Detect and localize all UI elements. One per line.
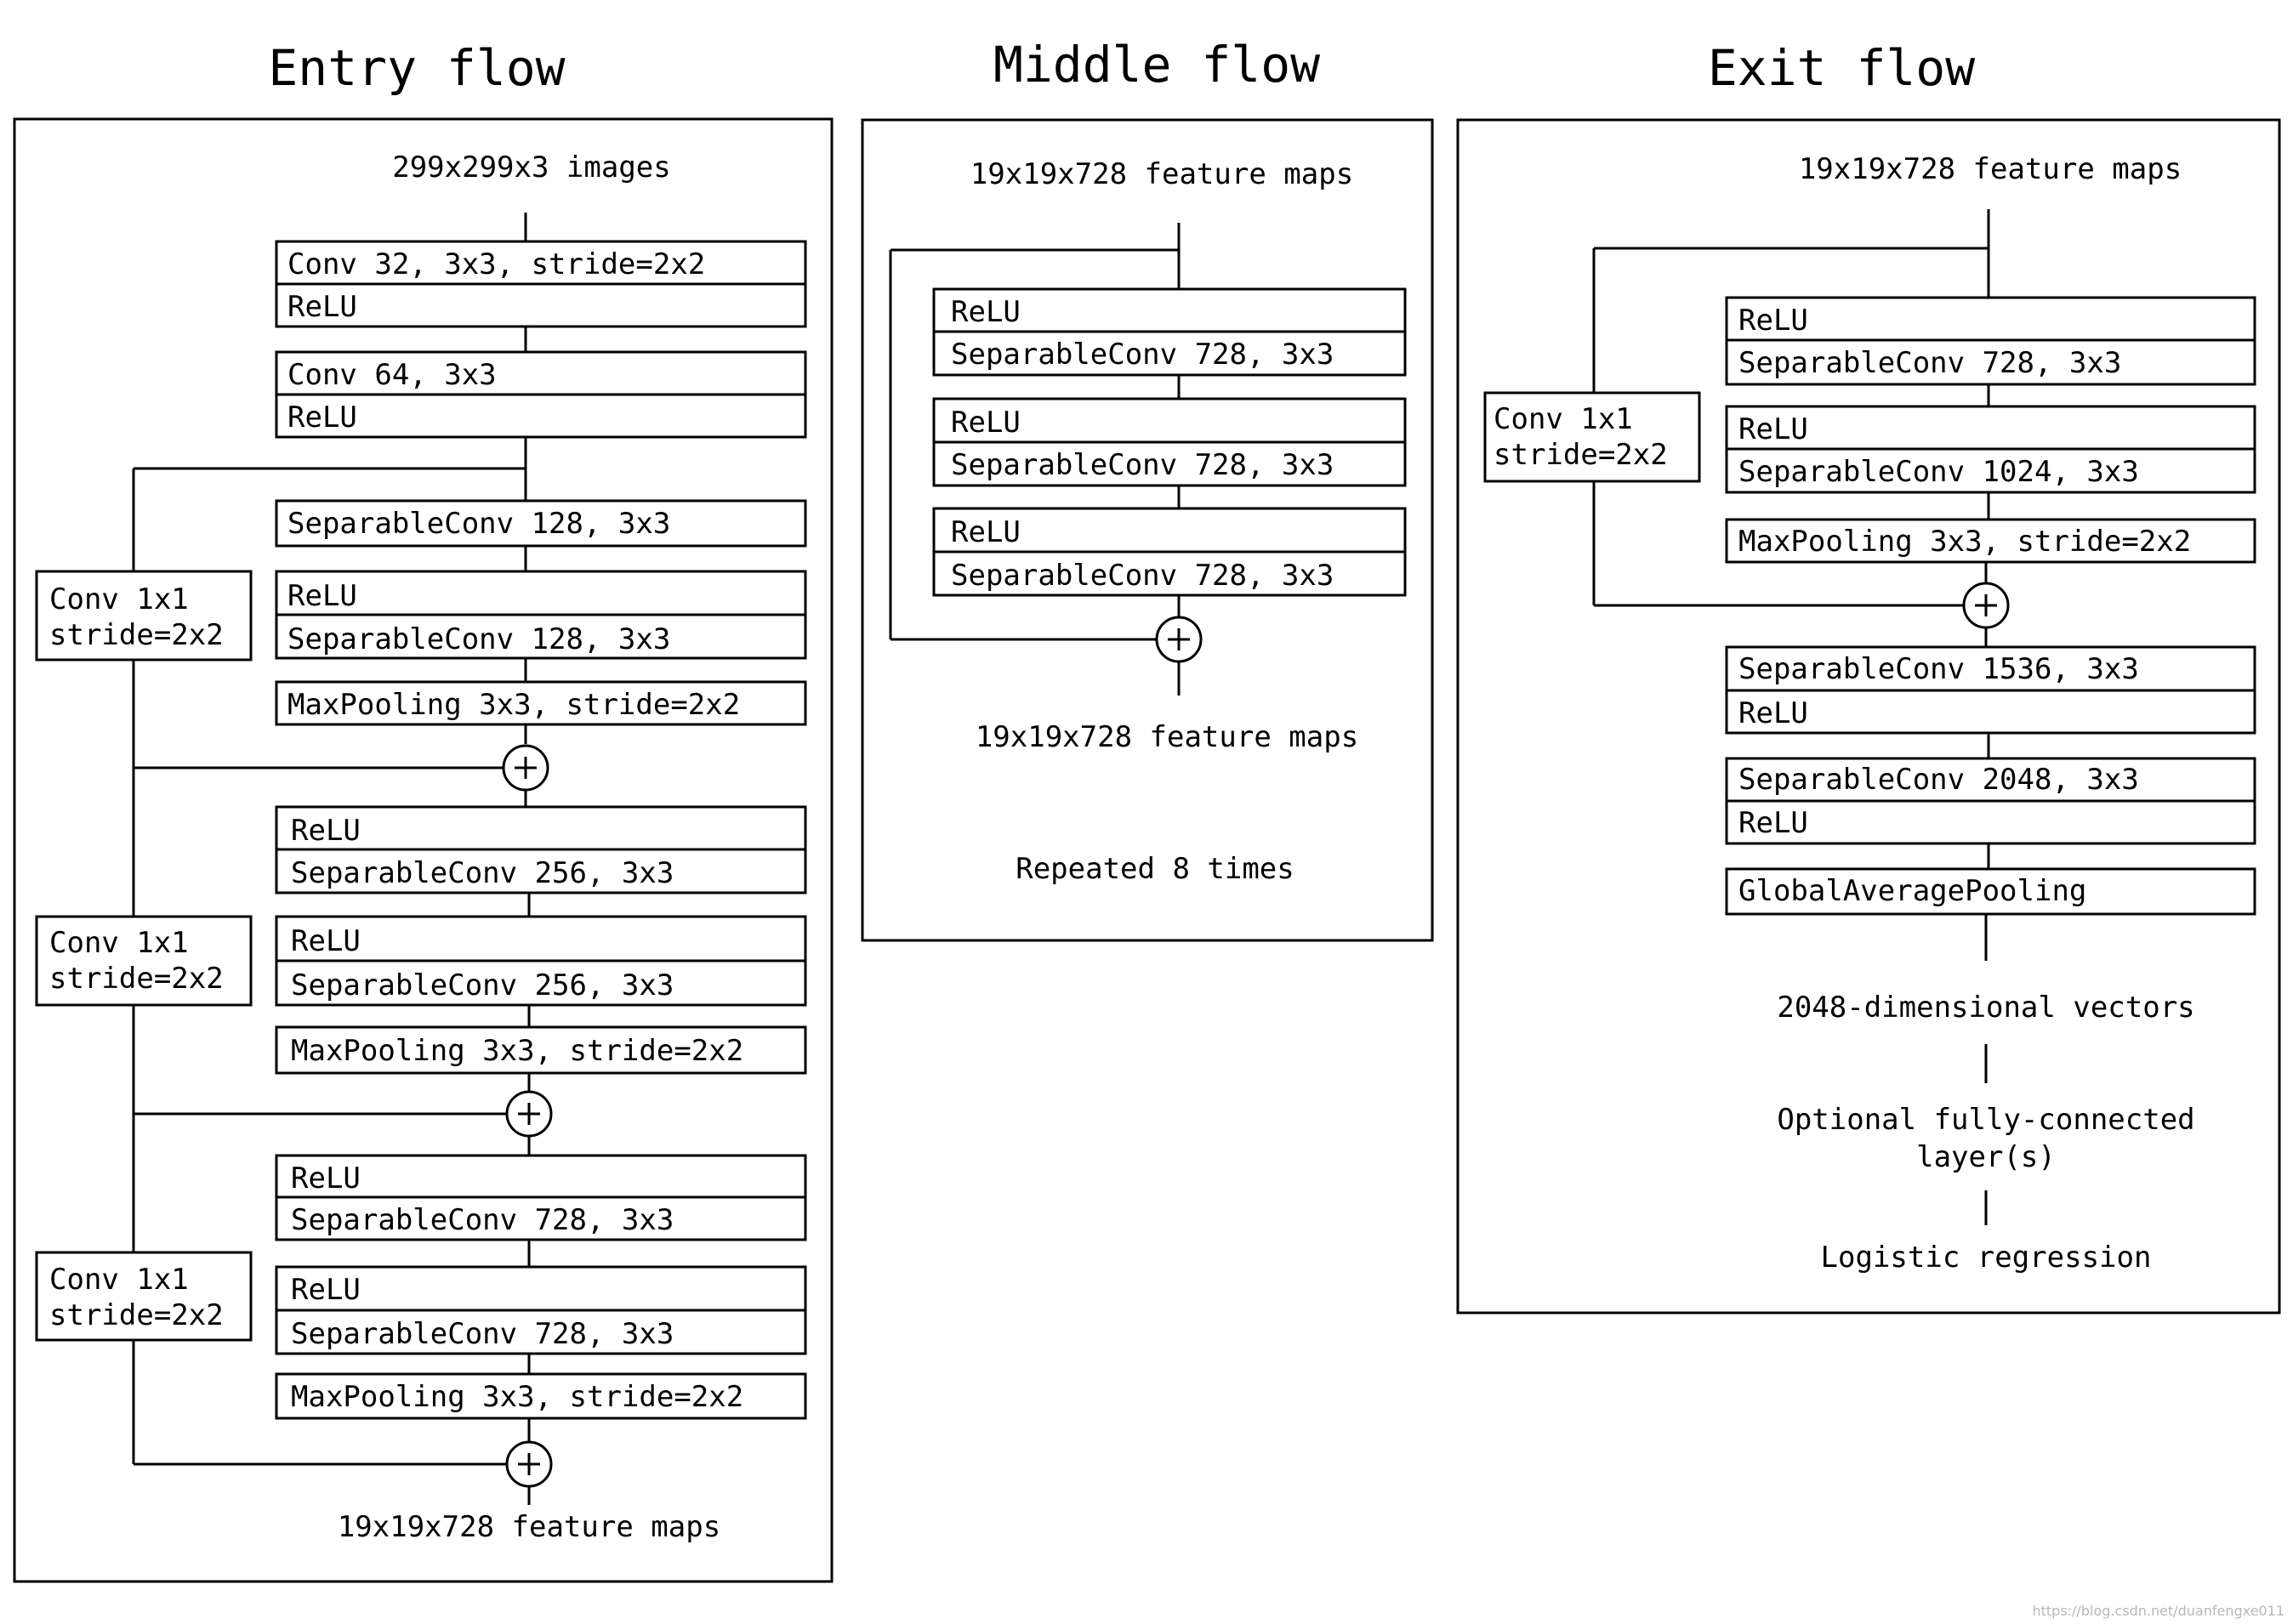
entry-relu-label: ReLU [287,290,357,324]
entry-skip-stride-label: stride=2x2 [49,962,224,996]
exit-sepconv728-label: SeparableConv 728, 3x3 [1738,346,2121,380]
exit-input-label: 19x19x728 feature maps [1799,152,2182,186]
entry-maxpool-label: MaxPooling 3x3, stride=2x2 [291,1034,743,1068]
entry-conv64-label: Conv 64, 3x3 [287,358,497,392]
entry-skip-conv-label: Conv 1x1 [49,926,189,960]
entry-sepconv256-label: SeparableConv 256, 3x3 [291,856,674,890]
entry-relu-sepconv256-block-1: ReLU SeparableConv 256, 3x3 [275,805,807,894]
entry-relu-label: ReLU [291,814,361,848]
exit-relu-label: ReLU [1738,806,1808,840]
entry-relu-label: ReLU [291,1161,361,1195]
entry-input-label: 299x299x3 images [392,150,671,185]
exit-sepconv2048-label: SeparableConv 2048, 3x3 [1738,763,2139,797]
middle-relu-sepconv728-block-2: ReLU SeparableConv 728, 3x3 [932,397,1407,487]
entry-conv32-label: Conv 32, 3x3, stride=2x2 [287,247,705,281]
watermark: https://blog.csdn.net/duanfengxe011 [2032,1603,2284,1619]
exit-gap-block: GlobalAveragePooling [1725,867,2256,916]
middle-sepconv728-label: SeparableConv 728, 3x3 [951,338,1334,372]
entry-flow-title: Entry flow [268,39,565,97]
middle-relu-label: ReLU [951,295,1021,329]
exit-maxpool-block: MaxPooling 3x3, stride=2x2 [1725,518,2256,564]
entry-add-node-1 [502,744,549,792]
entry-sepconv128-label: SeparableConv 128, 3x3 [287,507,670,541]
middle-sepconv728-label: SeparableConv 728, 3x3 [951,448,1334,482]
exit-sepconv1024-label: SeparableConv 1024, 3x3 [1738,455,2139,489]
entry-skip-conv-block-1: Conv 1x1 stride=2x2 [35,570,253,662]
entry-skip-stride-label: stride=2x2 [49,1298,224,1332]
exit-skip-conv-block: Conv 1x1 stride=2x2 [1483,391,1701,483]
entry-relu-label: ReLU [291,924,361,958]
exit-fc-label-line2: layer(s) [1916,1140,2056,1174]
entry-relu-sepconv728-block-2: ReLU SeparableConv 728, 3x3 [275,1265,807,1355]
exit-sepconv1536-relu-block: SeparableConv 1536, 3x3 ReLU [1725,645,2256,735]
middle-flow: 19x19x728 feature maps ReLU SeparableCon… [889,157,1407,886]
entry-maxpool-block-2: MaxPooling 3x3, stride=2x2 [275,1025,807,1075]
exit-fc-label-line1: Optional fully-connected [1777,1103,2194,1137]
exit-relu-label: ReLU [1738,696,1808,730]
exit-sepconv1536-label: SeparableConv 1536, 3x3 [1738,652,2139,686]
exit-flow-title: Exit flow [1708,39,1975,97]
entry-sepconv128-block: SeparableConv 128, 3x3 [275,499,807,548]
middle-add-node [1155,616,1203,663]
exit-gap-label: GlobalAveragePooling [1738,874,2086,908]
exit-add-node [1962,582,2010,629]
middle-relu-sepconv728-block-3: ReLU SeparableConv 728, 3x3 [932,507,1407,597]
middle-flow-title: Middle flow [993,36,1320,94]
middle-relu-sepconv728-block-1: ReLU SeparableConv 728, 3x3 [932,287,1407,377]
entry-output-label: 19x19x728 feature maps [338,1510,720,1544]
middle-input-label: 19x19x728 feature maps [970,157,1353,191]
entry-relu-sepconv728-block-1: ReLU SeparableConv 728, 3x3 [275,1154,807,1241]
entry-sepconv728-label: SeparableConv 728, 3x3 [291,1203,674,1237]
middle-relu-label: ReLU [951,406,1021,440]
exit-sepconv2048-relu-block: SeparableConv 2048, 3x3 ReLU [1725,757,2256,845]
entry-sepconv128-label: SeparableConv 128, 3x3 [287,622,670,656]
entry-relu-label: ReLU [287,400,357,434]
entry-skip-stride-label: stride=2x2 [49,618,224,652]
entry-relu-sepconv128-block: ReLU SeparableConv 128, 3x3 [275,570,807,660]
entry-maxpool-block-3: MaxPooling 3x3, stride=2x2 [275,1372,807,1420]
entry-relu-sepconv256-block-2: ReLU SeparableConv 256, 3x3 [275,915,807,1007]
exit-maxpool-label: MaxPooling 3x3, stride=2x2 [1738,525,2191,559]
exit-vectors-label: 2048-dimensional vectors [1777,991,2194,1025]
entry-sepconv728-label: SeparableConv 728, 3x3 [291,1317,674,1351]
exit-flow: 19x19x728 feature maps ReLU SeparableCon… [1483,152,2256,1275]
entry-flow-panel [13,117,834,1583]
entry-add-node-2 [505,1090,553,1138]
exit-relu-sepconv728-block: ReLU SeparableConv 728, 3x3 [1725,296,2256,386]
entry-maxpool-block-1: MaxPooling 3x3, stride=2x2 [275,680,807,726]
entry-conv32-block: Conv 32, 3x3, stride=2x2 ReLU [275,240,807,328]
entry-skip-conv-block-3: Conv 1x1 stride=2x2 [35,1251,253,1342]
entry-maxpool-label: MaxPooling 3x3, stride=2x2 [291,1380,743,1414]
middle-sepconv728-label: SeparableConv 728, 3x3 [951,559,1334,593]
entry-maxpool-label: MaxPooling 3x3, stride=2x2 [287,688,740,722]
entry-sepconv256-label: SeparableConv 256, 3x3 [291,968,674,1002]
entry-skip-conv-label: Conv 1x1 [49,582,189,616]
entry-skip-conv-block-2: Conv 1x1 stride=2x2 [35,915,253,1007]
exit-relu-label: ReLU [1738,412,1808,446]
exit-logistic-label: Logistic regression [1821,1241,2152,1275]
exit-skip-stride-label: stride=2x2 [1494,438,1668,472]
entry-relu-label: ReLU [291,1273,361,1307]
middle-output-label: 19x19x728 feature maps [976,720,1358,754]
middle-relu-label: ReLU [951,515,1021,549]
exit-skip-conv-label: Conv 1x1 [1494,402,1633,436]
middle-flow-panel [861,118,1434,942]
entry-add-node-3 [505,1440,553,1488]
middle-repeat-note: Repeated 8 times [1016,852,1294,886]
exit-relu-sepconv1024-block: ReLU SeparableConv 1024, 3x3 [1725,405,2256,494]
exit-flow-panel [1456,118,2281,1315]
exit-relu-label: ReLU [1738,304,1808,338]
entry-skip-conv-label: Conv 1x1 [49,1263,189,1297]
entry-flow: 299x299x3 images Conv 32, 3x3, stride=2x… [35,150,807,1544]
entry-relu-label: ReLU [287,579,357,613]
entry-conv64-block: Conv 64, 3x3 ReLU [275,350,807,439]
